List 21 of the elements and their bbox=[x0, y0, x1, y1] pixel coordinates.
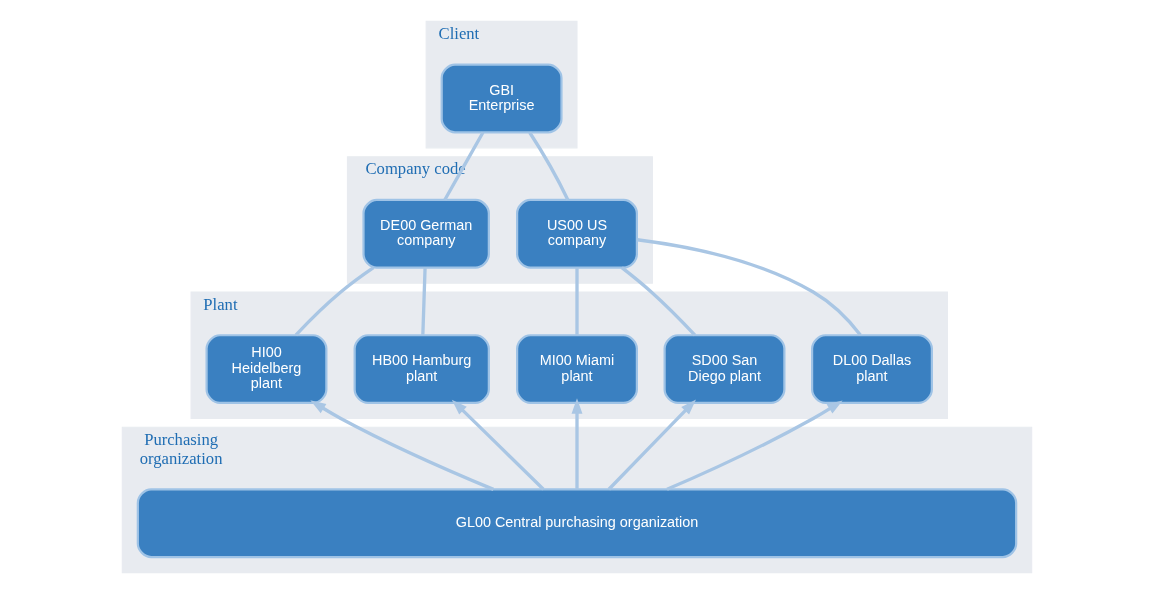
connector bbox=[636, 238, 862, 337]
arrow bbox=[571, 398, 582, 490]
arrow bbox=[451, 399, 545, 491]
connector bbox=[620, 266, 696, 337]
node-box: GL00 Central purchasing organization bbox=[136, 488, 1017, 559]
arrow bbox=[665, 400, 843, 491]
node-box: HI00 Heidelberg plant bbox=[205, 334, 327, 405]
connector bbox=[574, 267, 579, 335]
node-box: HB00 Hamburg plant bbox=[353, 334, 490, 405]
arrow bbox=[309, 400, 494, 491]
connector bbox=[294, 266, 374, 337]
connector bbox=[527, 131, 569, 201]
node-box: DL00 Dallas plant bbox=[810, 334, 933, 405]
node-box: MI00 Miami plant bbox=[515, 334, 638, 405]
node-box: US00 US company bbox=[515, 198, 638, 269]
node-box: SD00 San Diego plant bbox=[663, 334, 785, 405]
node-box: DE00 German company bbox=[361, 198, 490, 269]
node-box: GBI Enterprise bbox=[440, 63, 563, 134]
connector bbox=[442, 131, 484, 201]
connector bbox=[420, 267, 427, 336]
arrow bbox=[607, 399, 696, 491]
